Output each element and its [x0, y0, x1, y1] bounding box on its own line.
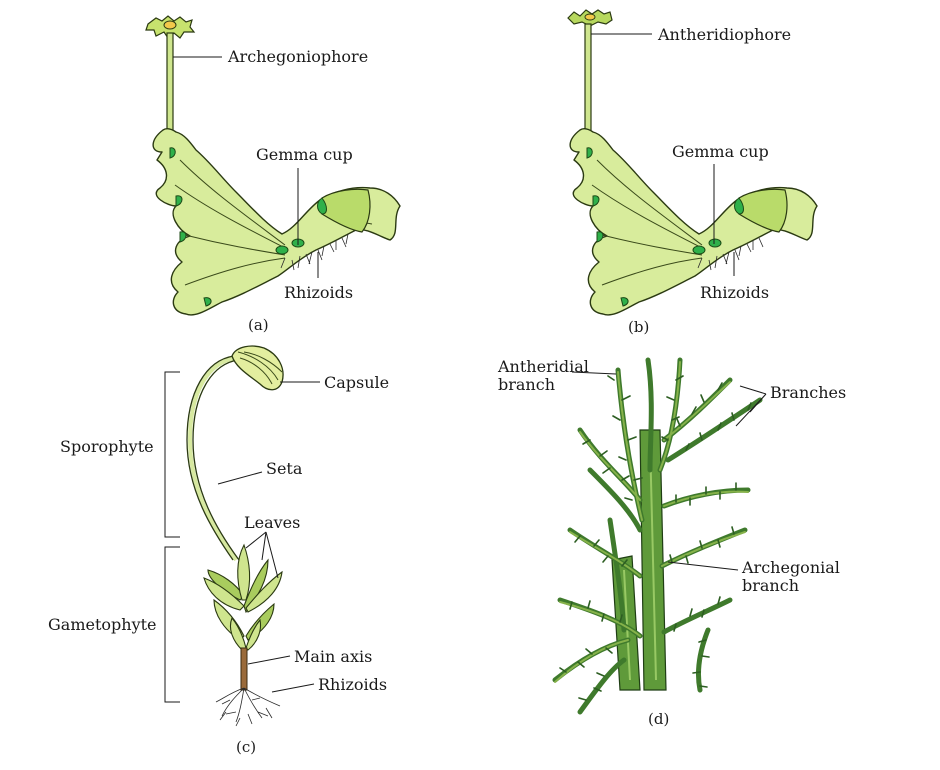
- label-rhizoids-b: Rhizoids: [700, 283, 769, 302]
- main-axis-stem: [240, 647, 248, 691]
- caption-a: (a): [248, 316, 269, 334]
- rhizoids-c: [215, 687, 281, 727]
- seta: [186, 355, 240, 562]
- label-leaves: Leaves: [244, 513, 300, 532]
- thallus-b: [569, 127, 818, 316]
- label-gemma-cup-b: Gemma cup: [672, 142, 769, 161]
- panel-c: Sporophyte Gametophyte: [48, 345, 389, 756]
- panel-d: Antheridial branch Branches Archegonial …: [497, 357, 846, 728]
- panel-a: Archegoniophore Gemma cup Rhizoids (a): [145, 15, 401, 334]
- gametophyte-bracket: [164, 546, 180, 703]
- antheridiophore-stalk: [584, 23, 592, 133]
- leaves-leader: [245, 531, 279, 579]
- label-antheridial-line2: branch: [498, 375, 555, 394]
- rhizoids-leader-c: [271, 683, 315, 693]
- label-archegonial-line1: Archegonial: [741, 558, 840, 577]
- branches-leader: [735, 385, 767, 427]
- label-sporophyte: Sporophyte: [60, 437, 154, 456]
- rhizoids-a: [280, 233, 349, 271]
- caption-c: (c): [236, 738, 256, 756]
- sporophyte-bracket: [164, 371, 180, 538]
- caption-b: (b): [628, 318, 649, 336]
- label-main-axis: Main axis: [294, 647, 372, 666]
- label-gemma-cup-a: Gemma cup: [256, 145, 353, 164]
- caption-d: (d): [648, 710, 669, 728]
- main-stems-d: [611, 429, 667, 691]
- archegoniophore-stalk: [166, 32, 174, 134]
- label-archegoniophore: Archegoniophore: [227, 47, 368, 66]
- label-antheridial-line1: Antheridial: [497, 357, 589, 376]
- label-seta: Seta: [266, 459, 303, 478]
- label-gametophyte: Gametophyte: [48, 615, 157, 634]
- thallus-a: [152, 127, 401, 316]
- main-axis-leader: [247, 655, 291, 665]
- label-branches: Branches: [770, 383, 846, 402]
- label-capsule: Capsule: [324, 373, 389, 392]
- label-archegonial-line2: branch: [742, 576, 799, 595]
- branches-d: [552, 357, 763, 715]
- capsule: [231, 345, 284, 391]
- branch-leaflets-d: [559, 375, 752, 701]
- label-rhizoids-c: Rhizoids: [318, 675, 387, 694]
- antheridial-branch-leader: [571, 371, 617, 375]
- antheridiophore-receptacle: [567, 9, 613, 27]
- label-rhizoids-a: Rhizoids: [284, 283, 353, 302]
- label-antheridiophore: Antheridiophore: [657, 25, 791, 44]
- archegoniophore-receptacle: [145, 15, 196, 39]
- panel-b: Antheridiophore Gemma cup Rhizoids (b): [567, 9, 818, 336]
- archegonial-branch-leader: [667, 561, 739, 571]
- seta-leader: [217, 471, 263, 485]
- moss-leaves: [203, 543, 283, 651]
